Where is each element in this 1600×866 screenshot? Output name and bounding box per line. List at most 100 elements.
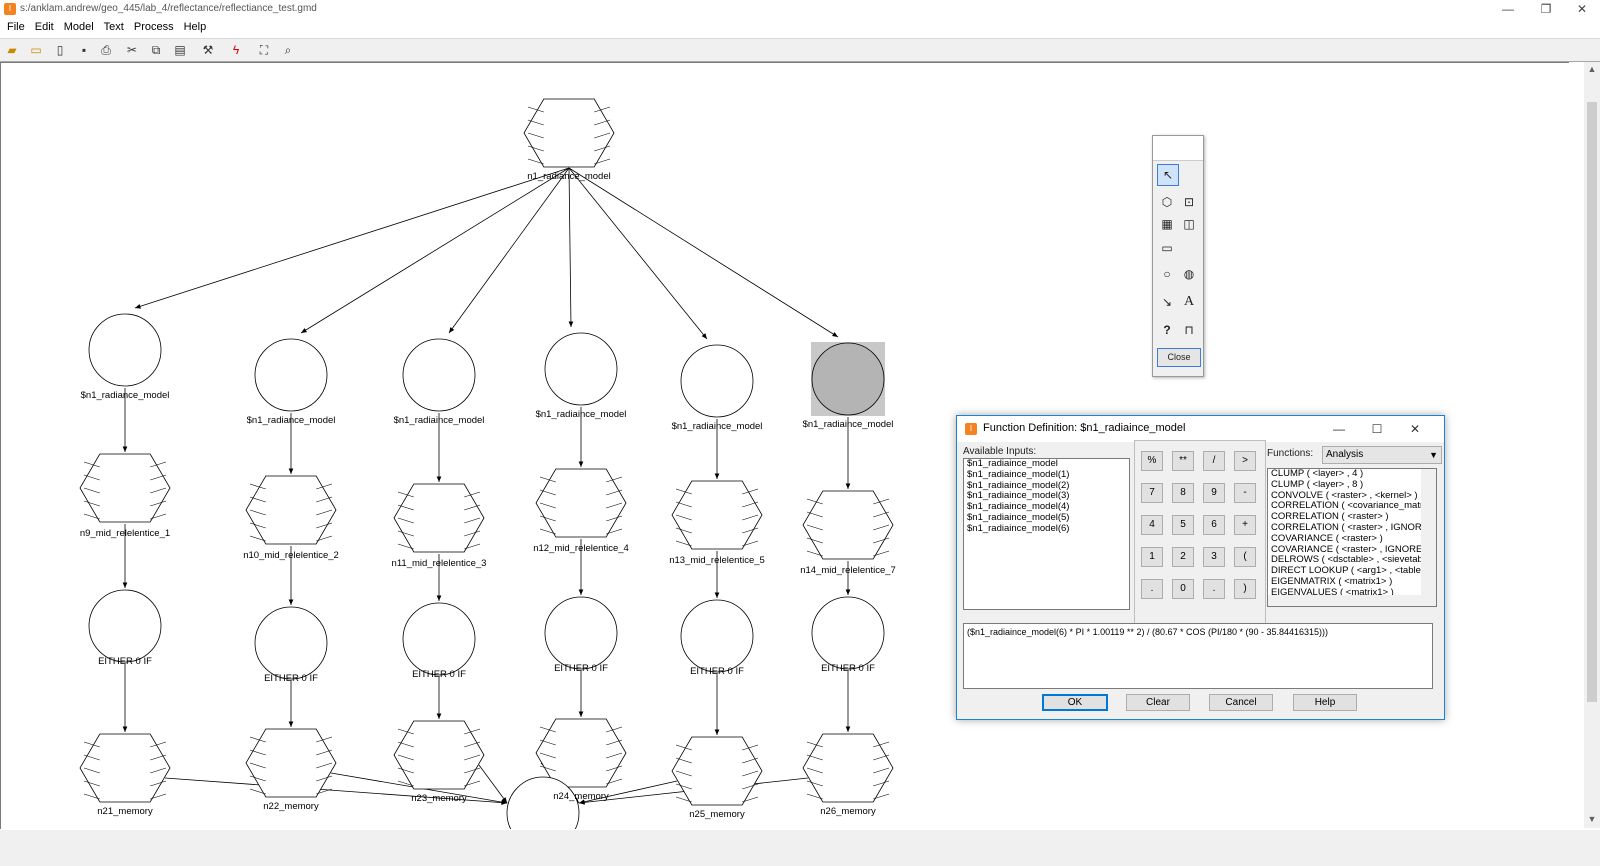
dialog-minimize-button[interactable]: — <box>1333 422 1345 436</box>
raster-node[interactable] <box>245 728 337 798</box>
menu-text[interactable]: Text <box>103 21 124 33</box>
calc-key[interactable]: 3 <box>1203 547 1225 567</box>
function-node[interactable] <box>88 313 162 387</box>
close-button[interactable]: ✕ <box>1576 2 1588 16</box>
function-node[interactable] <box>254 606 328 680</box>
function-node[interactable] <box>402 338 476 412</box>
calc-key[interactable]: 2 <box>1172 547 1194 567</box>
menu-file[interactable]: File <box>7 21 25 33</box>
raster-node[interactable] <box>671 480 763 550</box>
list-item[interactable]: CORRELATION ( <raster> , IGNORE < <box>1271 521 1437 533</box>
raster-node[interactable] <box>393 720 485 790</box>
help-icon[interactable]: ? <box>1163 323 1171 337</box>
raster-node[interactable] <box>79 733 171 803</box>
clear-button[interactable]: Clear <box>1126 694 1190 711</box>
criteria-icon[interactable]: ▭ <box>1161 241 1173 255</box>
calc-key[interactable]: / <box>1203 451 1225 471</box>
copy-icon[interactable]: ⧉ <box>151 43 161 57</box>
function-node[interactable] <box>254 338 328 412</box>
calc-key[interactable]: 9 <box>1203 483 1225 503</box>
help-button[interactable]: Help <box>1293 694 1357 711</box>
raster-node[interactable] <box>245 475 337 545</box>
canvas-vertical-scrollbar[interactable]: ▲ ▼ <box>1584 62 1600 828</box>
calc-key[interactable]: 8 <box>1172 483 1194 503</box>
available-inputs-list[interactable]: $n1_radiaince_model $n1_radiaince_model(… <box>963 458 1130 610</box>
new-doc-icon[interactable]: ▯ <box>56 43 64 57</box>
calc-key[interactable]: 0 <box>1172 579 1194 599</box>
list-item[interactable]: DELROWS ( <dsctable> , <sievetable <box>1271 554 1431 566</box>
print-icon[interactable]: ⎙ <box>101 43 111 57</box>
calc-key[interactable]: + <box>1234 515 1256 535</box>
raster-node[interactable] <box>535 468 627 538</box>
zoom-icon[interactable]: ⌕ <box>284 43 292 57</box>
matrix-icon[interactable]: ▦ <box>1161 217 1173 231</box>
menu-model[interactable]: Model <box>63 21 94 33</box>
lock-icon[interactable]: ⊓ <box>1184 323 1194 337</box>
ok-button[interactable]: OK <box>1042 694 1108 711</box>
calc-key[interactable]: ) <box>1234 579 1256 599</box>
calc-key[interactable]: 4 <box>1141 515 1163 535</box>
raster-node[interactable] <box>393 483 485 553</box>
functions-list[interactable]: CLUMP ( <layer> , 4 ) CLUMP ( <layer> , … <box>1267 468 1437 607</box>
calc-key[interactable]: > <box>1234 451 1256 471</box>
raster-node[interactable] <box>802 490 894 560</box>
hammer-icon[interactable]: ⚒ <box>202 43 214 57</box>
arrow-pointer-icon[interactable]: ↖ <box>1157 164 1179 186</box>
functions-vertical-scrollbar[interactable] <box>1421 469 1436 606</box>
minimize-button[interactable]: — <box>1502 2 1514 16</box>
vector-icon[interactable]: ⊡ <box>1183 195 1195 209</box>
menu-help[interactable]: Help <box>183 21 207 33</box>
paste-icon[interactable]: ▤ <box>174 43 186 57</box>
functions-horizontal-scrollbar[interactable] <box>1268 595 1424 606</box>
list-item[interactable]: CLUMP ( <layer> , 8 ) <box>1271 478 1364 490</box>
cut-icon[interactable]: ✂ <box>126 43 138 57</box>
calc-key[interactable]: - <box>1234 483 1256 503</box>
expression-textarea[interactable]: ($n1_radiaince_model(6) * PI * 1.00119 *… <box>963 623 1433 689</box>
list-item[interactable]: CONVOLVE ( <raster> , <kernel> ) <box>1271 489 1418 501</box>
scroll-up-icon[interactable]: ▲ <box>1587 64 1597 74</box>
connect-icon[interactable]: ↘ <box>1161 295 1173 309</box>
list-item[interactable]: EIGENMATRIX ( <matrix1> ) <box>1271 575 1393 587</box>
list-item[interactable]: CORRELATION ( <covariance_matrix <box>1271 500 1430 512</box>
list-item[interactable]: $n1_radiaince_model <box>967 458 1058 469</box>
function-icon[interactable]: ○ <box>1163 267 1171 281</box>
list-item[interactable]: $n1_radiaince_model(2) <box>967 479 1070 491</box>
calc-key[interactable]: % <box>1141 451 1163 471</box>
restore-button[interactable]: ❐ <box>1540 2 1552 16</box>
list-item[interactable]: $n1_radiaince_model(1) <box>967 468 1070 480</box>
text-icon[interactable]: A <box>1183 294 1195 309</box>
calc-key[interactable]: . <box>1203 579 1225 599</box>
list-item[interactable]: $n1_radiaince_model(6) <box>967 522 1070 534</box>
functions-category-select[interactable]: Analysis ▼ <box>1322 446 1442 464</box>
calc-key[interactable]: ( <box>1234 547 1256 567</box>
raster-icon[interactable]: ⬡ <box>1161 195 1173 209</box>
list-item[interactable]: CORRELATION ( <raster> ) <box>1271 511 1389 523</box>
table-icon[interactable]: ◫ <box>1183 217 1195 231</box>
open-icon[interactable]: ▭ <box>30 43 42 57</box>
raster-node[interactable] <box>671 736 763 806</box>
function-node[interactable] <box>402 602 476 676</box>
list-item[interactable]: $n1_radiaince_model(5) <box>967 511 1070 523</box>
dialog-close-button[interactable]: ✕ <box>1409 422 1421 436</box>
scalar-icon[interactable]: ◍ <box>1183 267 1195 281</box>
fit-icon[interactable]: ⛶ <box>259 43 269 57</box>
dialog-maximize-button[interactable]: ☐ <box>1371 422 1383 436</box>
list-item[interactable]: EIGENVALUES ( <matrix1> ) <box>1271 586 1394 598</box>
palette-close-button[interactable]: Close <box>1157 348 1201 367</box>
function-node[interactable] <box>88 589 162 663</box>
calc-key[interactable]: 7 <box>1141 483 1163 503</box>
scrollbar-thumb[interactable] <box>1587 102 1597 702</box>
list-item[interactable]: $n1_radiaince_model(3) <box>967 490 1070 502</box>
list-item[interactable]: COVARIANCE ( <raster> ) <box>1271 532 1383 544</box>
calc-key[interactable]: 6 <box>1203 515 1225 535</box>
calc-key[interactable]: 5 <box>1172 515 1194 535</box>
cancel-button[interactable]: Cancel <box>1209 694 1273 711</box>
list-item[interactable]: DIRECT LOOKUP ( <arg1> , <table> ) <box>1271 565 1433 577</box>
list-item[interactable]: $n1_radiaince_model(4) <box>967 501 1070 513</box>
function-node-selected[interactable] <box>811 342 885 416</box>
menu-process[interactable]: Process <box>133 21 174 33</box>
scroll-down-icon[interactable]: ▼ <box>1587 814 1597 824</box>
menu-edit[interactable]: Edit <box>34 21 54 33</box>
raster-node[interactable] <box>79 453 171 523</box>
raster-node-top[interactable] <box>523 98 615 168</box>
